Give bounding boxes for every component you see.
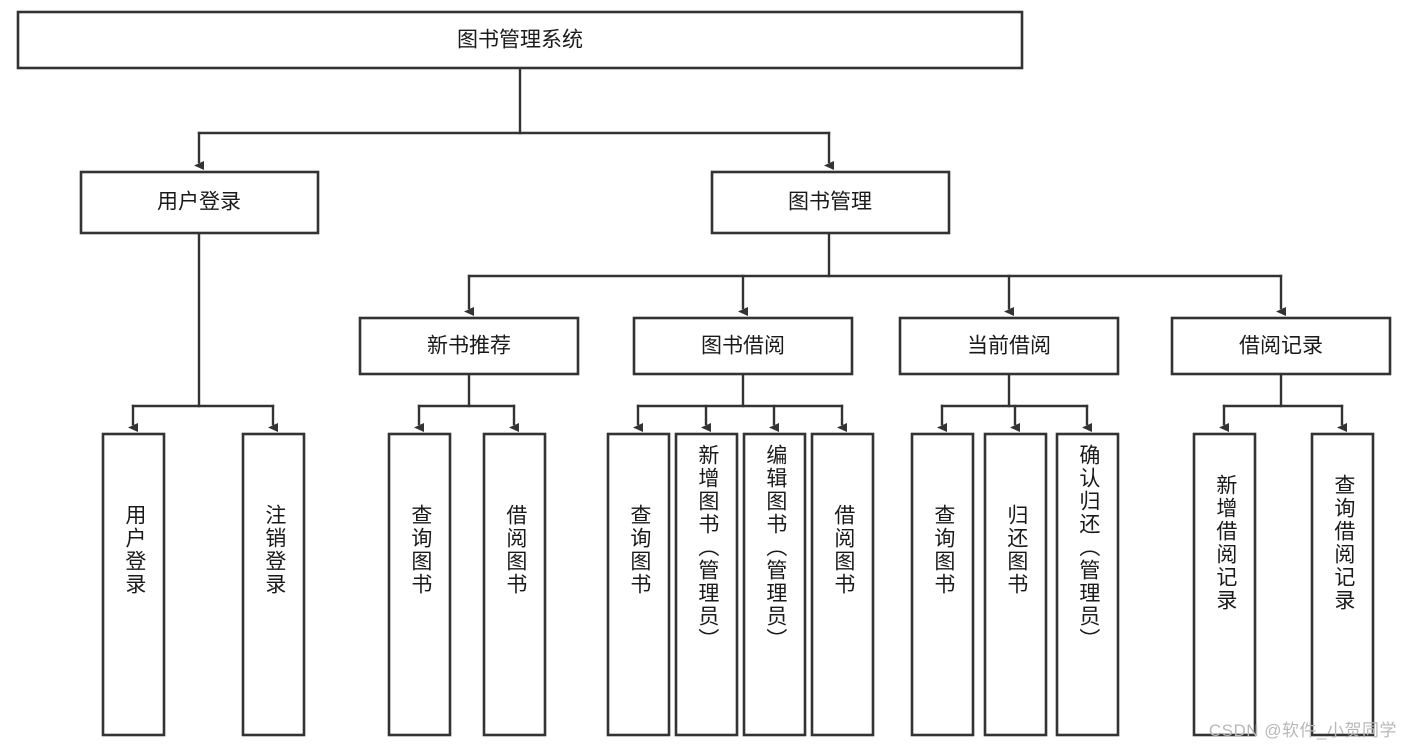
node-root-label: 图书管理系统 bbox=[457, 29, 583, 52]
node-book-management[interactable]: 图书管理 bbox=[710, 170, 951, 235]
watermark: CSDN @软件_小贺同学 bbox=[1208, 721, 1397, 740]
connector-group-book-borrow bbox=[633, 372, 847, 432]
node-current-borrow-label: 当前借阅 bbox=[967, 335, 1051, 358]
connector-group-book-management bbox=[464, 231, 1286, 316]
node-borrow-record-label: 借阅记录 bbox=[1239, 335, 1323, 358]
node-user-login[interactable]: 用户登录 bbox=[79, 170, 320, 235]
connector-group-user-login bbox=[128, 231, 278, 432]
leaf-query-book-1-box[interactable] bbox=[387, 432, 452, 737]
node-borrow-record-box[interactable] bbox=[1170, 316, 1392, 376]
node-root-box[interactable] bbox=[16, 10, 1024, 70]
node-current-borrow[interactable]: 当前借阅 bbox=[898, 316, 1120, 376]
leaf-query-book-3-box[interactable] bbox=[910, 432, 975, 737]
node-user-login-box[interactable] bbox=[79, 170, 320, 235]
node-book-borrow[interactable]: 图书借阅 bbox=[632, 316, 854, 376]
leaf-query-record-box[interactable] bbox=[1310, 432, 1375, 737]
connector-group-borrow-record bbox=[1219, 372, 1347, 432]
node-user-login-label: 用户登录 bbox=[157, 191, 241, 214]
leaf-boxes-group bbox=[101, 432, 1375, 737]
leaf-logout-box[interactable] bbox=[241, 432, 306, 737]
connector-group-new-book-recommend bbox=[414, 372, 519, 432]
node-book-borrow-box[interactable] bbox=[632, 316, 854, 376]
node-current-borrow-box[interactable] bbox=[898, 316, 1120, 376]
leaf-user-login-box[interactable] bbox=[101, 432, 166, 737]
node-borrow-record[interactable]: 借阅记录 bbox=[1170, 316, 1392, 376]
leaf-return-book-box[interactable] bbox=[983, 432, 1048, 737]
leaf-query-book-2-box[interactable] bbox=[606, 432, 671, 737]
leaf-borrow-book-2-box[interactable] bbox=[810, 432, 875, 737]
node-new-book-recommend-box[interactable] bbox=[358, 316, 580, 376]
leaf-add-record-box[interactable] bbox=[1192, 432, 1257, 737]
node-new-book-recommend[interactable]: 新书推荐 bbox=[358, 316, 580, 376]
connector-group-current-borrow bbox=[937, 372, 1092, 432]
node-book-borrow-label: 图书借阅 bbox=[701, 335, 785, 358]
node-book-management-label: 图书管理 bbox=[788, 191, 872, 214]
node-book-management-box[interactable] bbox=[710, 170, 951, 235]
leaf-borrow-book-1-box[interactable] bbox=[482, 432, 547, 737]
node-new-book-recommend-label: 新书推荐 bbox=[427, 335, 511, 358]
leaf-confirm-return-box[interactable] bbox=[1055, 432, 1120, 737]
connector-group-root bbox=[194, 66, 834, 170]
node-root[interactable]: 图书管理系统 bbox=[16, 10, 1024, 70]
leaf-add-book-box[interactable] bbox=[674, 432, 739, 737]
leaf-edit-book-box[interactable] bbox=[742, 432, 807, 737]
